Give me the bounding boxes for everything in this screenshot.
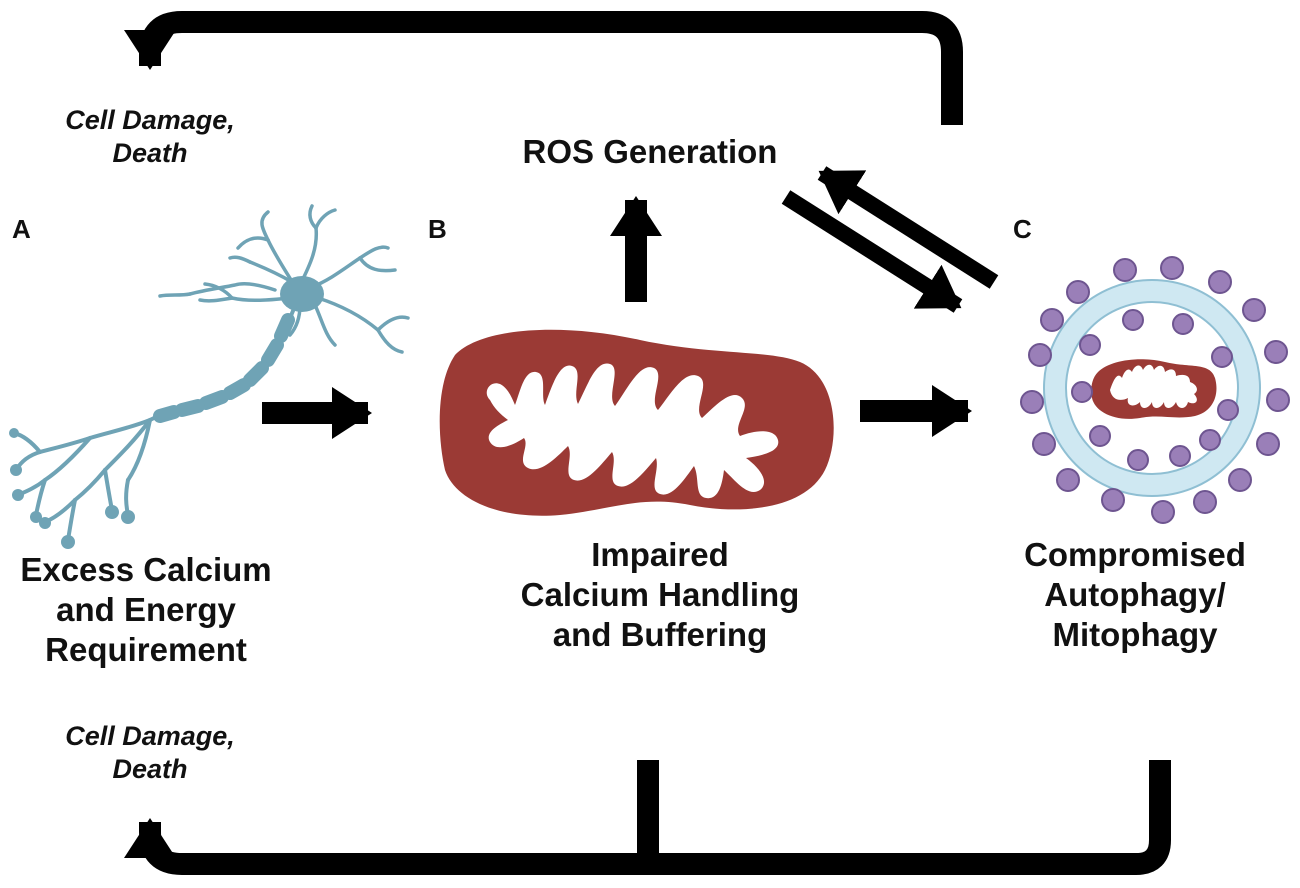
autophagosome-illustration bbox=[1020, 256, 1290, 524]
panel-letter-c: C bbox=[1013, 214, 1032, 244]
outcome-bottom-label: Cell Damage, Death bbox=[20, 720, 280, 786]
arrows bbox=[124, 11, 1171, 875]
outcome-top-line2: Death bbox=[112, 138, 188, 168]
panel-c-line3: Mitophagy bbox=[1052, 616, 1218, 653]
outcome-bottom-line1: Cell Damage, bbox=[65, 721, 235, 751]
panel-b-line3: and Buffering bbox=[552, 616, 768, 653]
arrow-c-to-ros bbox=[817, 166, 999, 289]
panel-b-line2: Calcium Handling bbox=[520, 576, 800, 613]
panel-a-line1: Excess Calcium bbox=[20, 551, 272, 588]
panel-letter-b: B bbox=[428, 214, 447, 244]
arrow-ros-to-c bbox=[781, 190, 963, 313]
panel-a-caption: Excess Calcium and Energy Requirement bbox=[0, 550, 292, 670]
arrow-top-loop bbox=[124, 11, 963, 125]
panel-b-caption: Impaired Calcium Handling and Buffering bbox=[490, 535, 830, 655]
panel-b-line1: Impaired bbox=[591, 536, 729, 573]
panel-c-line1: Compromised bbox=[1024, 536, 1246, 573]
panel-a-line2: and Energy bbox=[56, 591, 236, 628]
neuron-illustration bbox=[9, 204, 410, 549]
panel-c-caption: Compromised Autophagy/ Mitophagy bbox=[1000, 535, 1270, 655]
outcome-bottom-line2: Death bbox=[112, 754, 188, 784]
ros-generation-label: ROS Generation bbox=[522, 133, 778, 170]
outcome-top-line1: Cell Damage, bbox=[65, 105, 235, 135]
outcome-top-label: Cell Damage, Death bbox=[20, 104, 280, 170]
panel-a-line3: Requirement bbox=[45, 631, 247, 668]
panel-letter-a: A bbox=[12, 214, 31, 244]
mitochondrion-illustration bbox=[439, 329, 834, 516]
panel-c-line2: Autophagy/ bbox=[1044, 576, 1226, 613]
